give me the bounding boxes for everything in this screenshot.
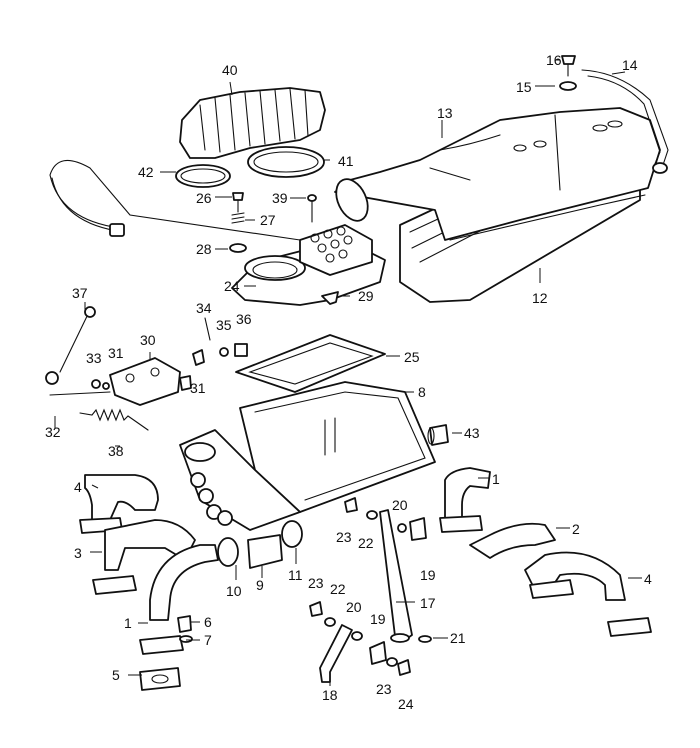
callout-13: 13 <box>437 105 453 121</box>
callout-12: 12 <box>532 290 548 306</box>
callout-39: 39 <box>272 190 288 206</box>
callout-20-top: 20 <box>392 497 408 513</box>
callout-19-mid: 19 <box>370 611 386 627</box>
callout-19-top: 19 <box>420 567 436 583</box>
plug-sleeve <box>427 424 449 446</box>
callout-23-top: 23 <box>336 529 352 545</box>
intake-runners <box>79 467 652 655</box>
callout-24: 24 <box>224 278 240 294</box>
intake-boot <box>179 87 326 159</box>
callout-41: 41 <box>338 153 354 169</box>
callout-30: 30 <box>140 332 156 348</box>
hose-clamps <box>175 146 325 188</box>
callout-16: 16 <box>546 52 562 68</box>
callout-31-left: 31 <box>108 345 124 361</box>
callout-43: 43 <box>464 425 480 441</box>
callout-4-left: 4 <box>74 479 82 495</box>
throttle-linkage <box>45 306 248 406</box>
callout-31-right: 31 <box>190 380 206 396</box>
callout-labels: 40 13 16 15 14 41 42 26 27 39 28 12 24 2… <box>45 52 652 712</box>
callout-23-mid: 23 <box>308 575 324 591</box>
callout-22-top: 22 <box>358 535 374 551</box>
filter-cover-snorkel <box>334 107 661 241</box>
callout-32: 32 <box>45 424 61 440</box>
callout-40: 40 <box>222 62 238 78</box>
callout-10: 10 <box>226 583 242 599</box>
callout-5: 5 <box>112 667 120 683</box>
callout-2: 2 <box>572 521 580 537</box>
callout-26: 26 <box>196 190 212 206</box>
callout-6: 6 <box>204 614 212 630</box>
leader-lines <box>54 59 642 686</box>
callout-8: 8 <box>418 384 426 400</box>
callout-4-right: 4 <box>644 571 652 587</box>
throttle-hardware <box>229 192 339 305</box>
callout-27: 27 <box>260 212 276 228</box>
callout-22-mid: 22 <box>330 581 346 597</box>
callout-23-bottom: 24 <box>398 696 414 712</box>
callout-7: 7 <box>204 632 212 648</box>
callout-25: 25 <box>404 349 420 365</box>
callout-14: 14 <box>622 57 638 73</box>
intake-plenum <box>179 381 436 531</box>
plenum-outlets <box>190 472 233 526</box>
throttle-housing <box>231 224 386 306</box>
callout-11: 11 <box>288 567 303 583</box>
callout-17: 17 <box>420 595 436 611</box>
runner-fasteners <box>139 615 193 691</box>
callout-1-right: 1 <box>492 471 500 487</box>
callout-20-mid: 20 <box>346 599 362 615</box>
callout-29: 29 <box>358 288 374 304</box>
return-spring <box>79 408 149 431</box>
retaining-strap <box>581 69 669 174</box>
callout-37: 37 <box>72 285 88 301</box>
support-brackets <box>309 497 432 683</box>
callout-9: 9 <box>256 577 264 593</box>
callout-18: 18 <box>322 687 338 703</box>
manifold-gasket <box>235 334 386 393</box>
callout-3: 3 <box>74 545 82 561</box>
coupling-hose <box>217 520 303 569</box>
callout-35: 35 <box>216 317 232 333</box>
callout-42: 42 <box>138 164 154 180</box>
callout-34: 34 <box>196 300 212 316</box>
control-cable <box>49 159 301 241</box>
callout-21: 21 <box>450 630 466 646</box>
callout-38: 38 <box>108 443 124 459</box>
callout-1-left: 1 <box>124 615 132 631</box>
callout-15: 15 <box>516 79 532 95</box>
callout-28: 28 <box>196 241 212 257</box>
screw-and-washer <box>559 55 577 91</box>
callout-36: 36 <box>236 311 252 327</box>
callout-33: 33 <box>86 350 102 366</box>
callout-22-bottom: 23 <box>376 681 392 697</box>
